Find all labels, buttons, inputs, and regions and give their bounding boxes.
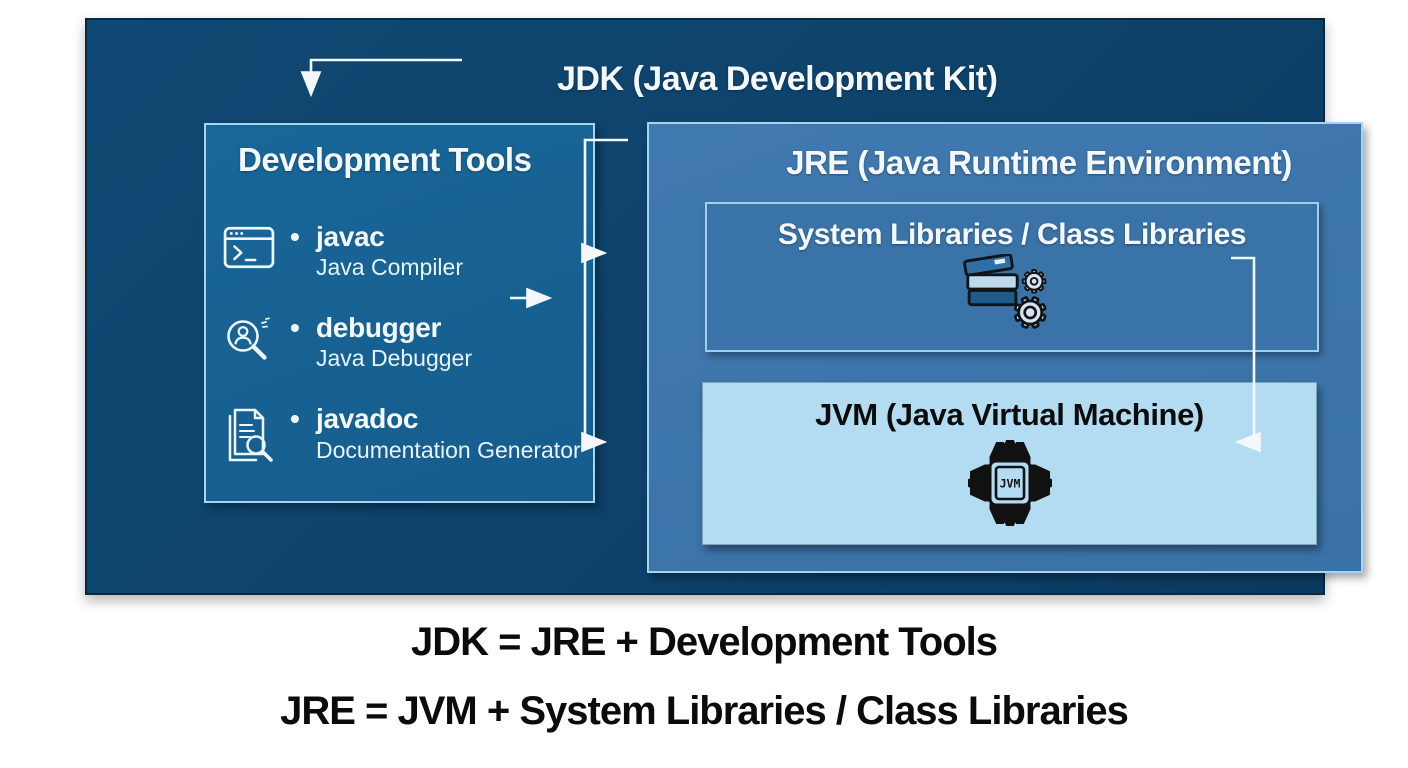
tool-desc-javac: Java Compiler <box>316 254 463 281</box>
list-item-javadoc: • javadoc Documentation Generator <box>220 403 593 464</box>
development-tools-box: Development Tools <box>204 123 595 503</box>
summary-line-jdk: JDK = JRE + Development Tools <box>411 620 998 664</box>
tool-name-javac: javac <box>316 221 385 252</box>
jvm-title: JVM (Java Virtual Machine) <box>815 397 1204 432</box>
jre-box: JRE (Java Runtime Environment) System Li… <box>647 122 1363 573</box>
jdk-label: JDK (Java Development Kit) <box>557 60 998 98</box>
development-tools-list: • javac Java Compiler <box>220 221 593 464</box>
system-libraries-box: System Libraries / Class Libraries <box>705 202 1319 352</box>
tool-name-debugger: debugger <box>316 312 442 344</box>
summary: JDK = JRE + Development Tools JRE = JVM … <box>0 620 1408 734</box>
terminal-window-icon <box>220 221 278 270</box>
jdk-outer-box: JDK (Java Development Kit) Development T… <box>85 18 1363 595</box>
document-search-icon <box>220 403 278 464</box>
bullet: • <box>290 403 300 435</box>
jre-title: JRE (Java Runtime Environment) <box>786 144 1292 181</box>
jvm-chip-label: JVM <box>999 477 1020 491</box>
books-gears-icon <box>707 253 1317 337</box>
tool-name-javadoc: javadoc <box>316 403 419 435</box>
list-item-debugger: • debugger Java Debugger <box>220 312 593 372</box>
development-tools-title: Development Tools <box>238 141 532 178</box>
tool-desc-javadoc: Documentation Generator <box>316 436 581 463</box>
list-item-javac: • javac Java Compiler <box>220 221 593 281</box>
cpu-chip-icon: JVM <box>703 435 1316 536</box>
summary-line-jre: JRE = JVM + System Libraries / Class Lib… <box>280 689 1129 733</box>
bullet: • <box>290 221 300 252</box>
system-libraries-title: System Libraries / Class Libraries <box>777 218 1247 251</box>
tool-desc-debugger: Java Debugger <box>316 345 472 372</box>
jvm-box: JVM (Java Virtual Machine) JVM <box>702 382 1317 545</box>
search-person-icon <box>220 312 278 369</box>
bullet: • <box>290 312 300 344</box>
